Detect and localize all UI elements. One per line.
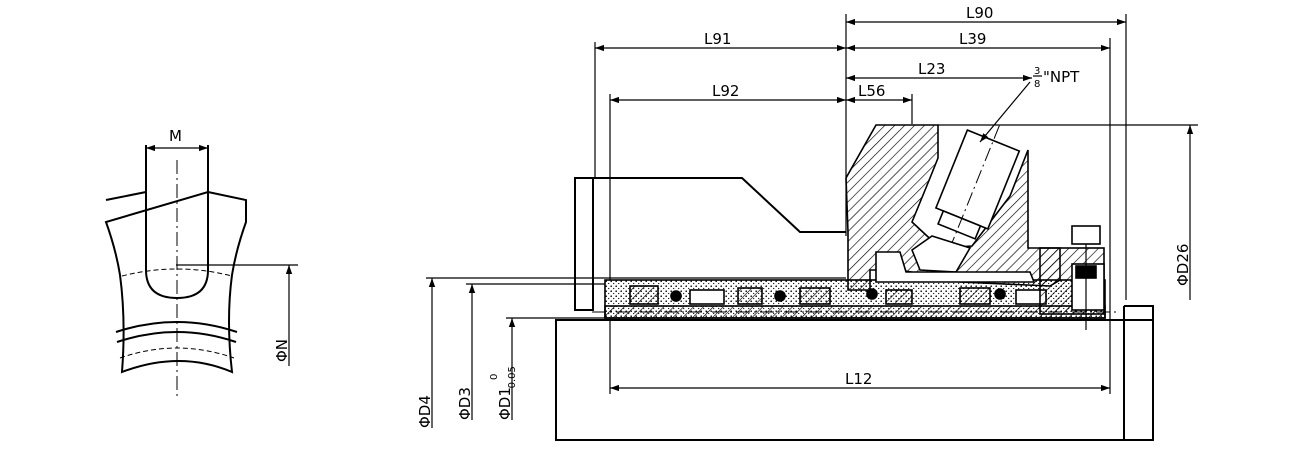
detail-view: M ΦN [104,127,298,400]
dim-d1-label: ΦD1 [496,387,514,420]
dim-l39-label: L39 [959,30,986,48]
o-ring-4 [994,288,1006,300]
detail-body-outline [104,190,247,374]
flow-passage [911,235,972,273]
seal-ring-6 [959,287,991,305]
npt-port-axis [950,125,1000,247]
npt-size-denominator: 8 [1034,79,1040,90]
detail-bore-arc-dashed [119,347,235,359]
dim-d26-label: ΦD26 [1174,244,1192,286]
dim-d1-upper-tolerance: 0 [489,374,500,380]
dim-l90-label: L90 [966,4,993,22]
housing-profile [593,177,846,233]
dim-d1-lower-tolerance: -0.05 [507,366,518,392]
o-ring-3 [866,288,878,300]
o-ring-1 [670,290,682,302]
dim-d4-label: ΦD4 [416,395,434,428]
seal-ring-3 [737,287,763,305]
seal-ring-4 [799,287,831,305]
dim-l12-label: L12 [845,370,872,388]
seal-ring-2 [689,289,725,305]
set-screw-head [1071,225,1101,245]
npt-port [934,125,1021,247]
dim-l56-label: L56 [858,82,885,100]
seal-ring-5 [885,289,913,305]
detail-bore-arc-hidden [121,268,233,277]
seal-ring-1 [629,285,659,305]
dim-n-label: ΦN [273,339,291,362]
gland-plate [574,177,594,311]
npt-thread-label: "NPT [1043,68,1080,86]
set-screw-nut [1075,265,1097,279]
o-ring-2 [774,290,786,302]
shaft-step [1123,305,1154,440]
dim-d3-label: ΦD3 [456,387,474,420]
drive-collar [875,251,1036,283]
dim-l92-label: L92 [712,82,739,100]
seal-parts [629,285,1047,305]
npt-size-numerator: 3 [1034,66,1040,77]
dim-l91-label: L91 [704,30,731,48]
section-view: L90 L39 L91 L23 L92 L56 L12 3 8 "NPT ΦD2… [416,4,1198,441]
dim-m-label: M [169,127,182,145]
npt-leader [979,81,1031,143]
dim-l23-label: L23 [918,60,945,78]
shaft-outline [555,319,1154,441]
